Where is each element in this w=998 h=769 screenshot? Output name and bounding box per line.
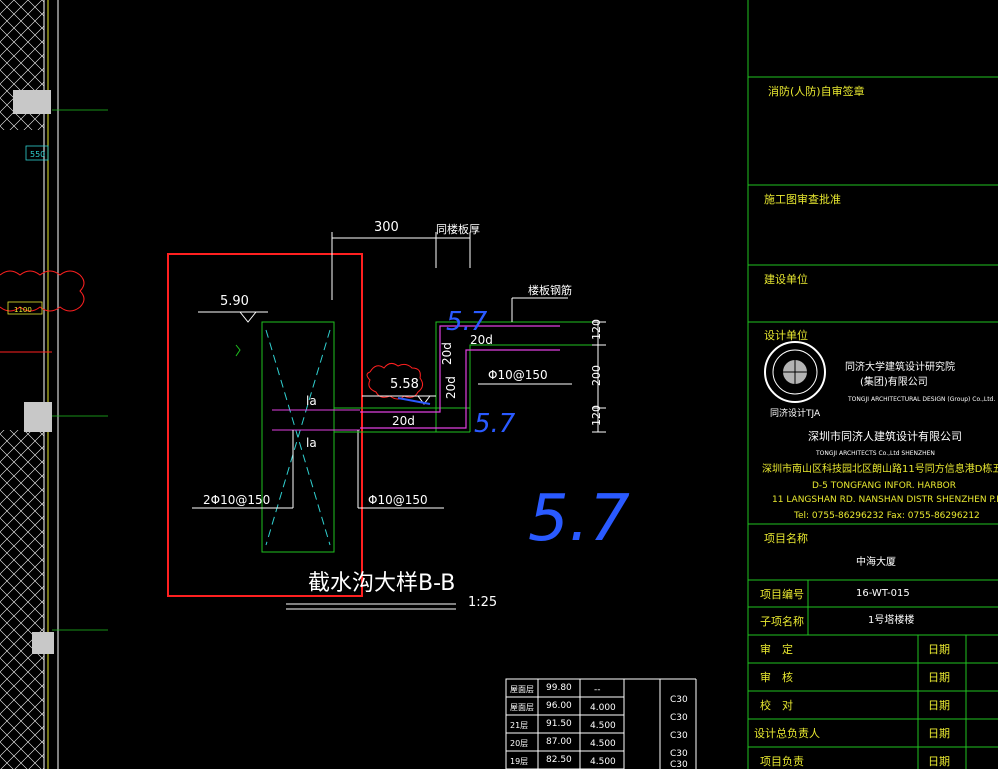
branch-name-cn: 深圳市同济人建筑设计有限公司 xyxy=(808,429,962,443)
table-cell: 96.00 xyxy=(546,701,572,711)
handwritten-57-large: 5.7 xyxy=(528,482,630,556)
dim-550-text: 550 xyxy=(30,150,45,159)
table-cell: 4.000 xyxy=(590,703,616,713)
dim-120-bottom-text: 120 xyxy=(590,405,603,426)
project-no-value: 16-WT-015 xyxy=(856,588,910,599)
handwritten-57-right: 5.7 xyxy=(474,409,516,439)
slab-rebar-text: 楼板钢筋 xyxy=(528,283,572,297)
elevation-558-text: 5.58 xyxy=(390,377,419,392)
table-cell: 91.50 xyxy=(546,719,572,729)
red-highlight-box xyxy=(167,253,363,597)
table-cell: C30 xyxy=(670,695,688,705)
client-label: 建设单位 xyxy=(764,272,808,286)
table-cell: 20层 xyxy=(510,739,528,748)
seal-caption: 同济设计TJA xyxy=(770,407,821,419)
contact-info: Tel: 0755-86296232 Fax: 0755-86296212 xyxy=(793,511,980,521)
detail-title: 截水沟大样B-B xyxy=(308,571,455,596)
address-cn: 深圳市南山区科技园北区朗山路11号同方信息港D栋五层 xyxy=(762,462,998,475)
20d-top-text: 20d xyxy=(470,333,493,347)
project-no-label: 项目编号 xyxy=(760,587,804,601)
subitem-value: 1号塔楼楼 xyxy=(868,613,914,626)
subitem-label: 子项名称 xyxy=(760,614,804,628)
designer-label: 设计单位 xyxy=(764,328,808,342)
table-cell: C30 xyxy=(670,713,688,723)
construction-review-label: 施工图审查批准 xyxy=(764,192,841,206)
20d-vertical-upper-text: 20d xyxy=(440,342,454,365)
wall-body xyxy=(261,321,335,553)
company-name-cn: 同济大学建筑设计研究院 xyxy=(845,360,955,373)
handwritten-notes: 5.7 5.7 5.7 xyxy=(397,307,630,556)
address-en-1: D-5 TONGFANG INFOR. HARBOR xyxy=(812,481,956,491)
revision-cloud-left xyxy=(0,270,85,312)
trench-detail-bb: 5.90 la la 2Φ10@150 Φ10@150 20d 20d 20d … xyxy=(167,220,606,610)
sign-row-date: 日期 xyxy=(928,755,950,768)
sign-row-date: 日期 xyxy=(928,671,950,684)
rebar-phi10-bottom-text: Φ10@150 xyxy=(368,493,428,507)
detail-scale: 1:25 xyxy=(468,595,497,610)
dim-300-text: 300 xyxy=(374,220,399,235)
table-cell: 4.500 xyxy=(590,739,616,749)
table-cell: 4.500 xyxy=(590,721,616,731)
address-en-2: 11 LANGSHAN RD. NANSHAN DISTR SHENZHEN P… xyxy=(772,495,998,505)
dim-200-text: 200 xyxy=(590,365,603,386)
slab-thickness-text: 同楼板厚 xyxy=(436,222,480,236)
table-cell: 屋面层 xyxy=(510,703,534,712)
level-table: 屋面层 99.80 -- C30 屋面层 96.00 4.000 C30 21层… xyxy=(505,678,697,769)
rebar-phi10-right-text: Φ10@150 xyxy=(488,368,548,382)
table-cell: 82.50 xyxy=(546,755,572,765)
sign-row-label: 审 定 xyxy=(760,642,793,656)
sign-row-label: 设计总负责人 xyxy=(754,726,820,740)
dim-1100-text: 1100 xyxy=(14,306,32,314)
column-block xyxy=(32,632,54,654)
handwritten-57-top: 5.7 xyxy=(446,307,488,337)
revision-cloud-558 xyxy=(366,362,424,400)
sign-row-label: 审 核 xyxy=(760,670,793,684)
table-cell: C30 xyxy=(670,749,688,759)
table-cell: 21层 xyxy=(510,721,528,730)
table-cell: 87.00 xyxy=(546,737,572,747)
table-cell: 99.80 xyxy=(546,683,572,693)
sign-row-date: 日期 xyxy=(928,727,950,740)
title-block: 消防(人防)自审签章 施工图审查批准 建设单位 设计单位 同济设计TJA 同济大… xyxy=(747,0,998,769)
column-block xyxy=(13,90,51,114)
company-group-cn: (集团)有限公司 xyxy=(860,375,928,388)
left-plan-strip: 550 1100 xyxy=(0,0,108,769)
sign-row-label: 校 对 xyxy=(760,698,793,712)
elevation-590-text: 5.90 xyxy=(220,294,249,309)
sign-row-date: 日期 xyxy=(928,643,950,656)
rebar-2phi10-text: 2Φ10@150 xyxy=(203,493,270,507)
fire-review-label: 消防(人防)自审签章 xyxy=(768,84,865,98)
table-cell: 4.500 xyxy=(590,757,616,767)
table-cell: 屋面层 xyxy=(510,685,534,694)
sign-row-label: 项目负责 xyxy=(760,754,804,768)
branch-name-en: TONGJI ARCHITECTS Co.,Ltd SHENZHEN xyxy=(815,450,935,457)
project-name-value: 中海大厦 xyxy=(856,555,896,568)
table-cell: 19层 xyxy=(510,757,528,766)
la-upper-text: la xyxy=(306,394,317,408)
20d-vertical-lower-text: 20d xyxy=(444,376,458,399)
company-seal-logo xyxy=(764,341,826,403)
dim-120-top-text: 120 xyxy=(590,319,603,340)
project-name-label: 项目名称 xyxy=(764,531,808,545)
table-cell: -- xyxy=(594,685,601,695)
la-lower-text: la xyxy=(306,436,317,450)
company-name-en: TONGJI ARCHITECTURAL DESIGN (Group) Co.,… xyxy=(847,396,995,403)
column-block xyxy=(24,402,52,432)
20d-bottom-text: 20d xyxy=(392,414,415,428)
table-cell: C30 xyxy=(670,760,688,769)
hatched-wall-bottom xyxy=(0,430,44,769)
sign-row-date: 日期 xyxy=(928,699,950,712)
table-cell: C30 xyxy=(670,731,688,741)
